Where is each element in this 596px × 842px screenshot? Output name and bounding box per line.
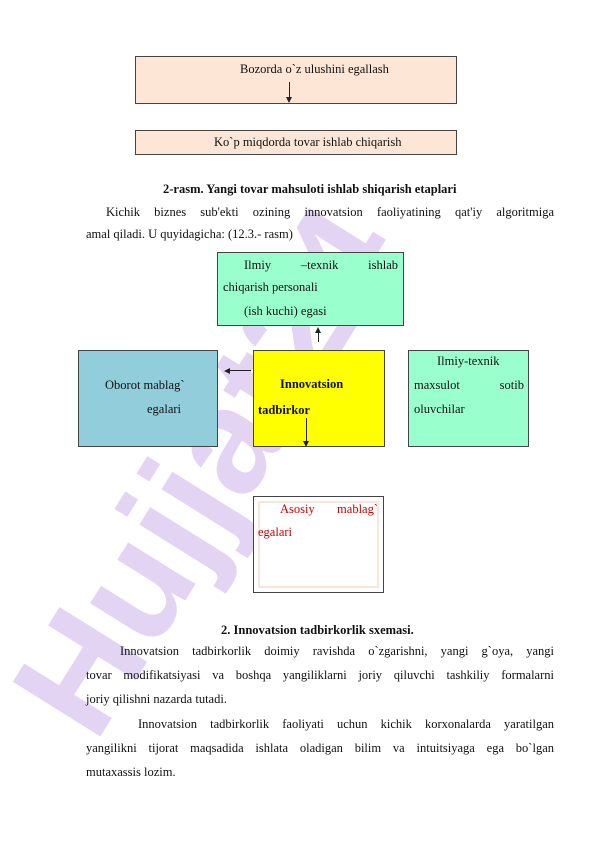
box-market-share: Bozorda o`z ulushini egallash: [135, 56, 457, 104]
personnel-line-3: (ish kuchi) egasi: [244, 304, 327, 318]
arrow-down-2: [306, 418, 307, 442]
box-market-share-label: Bozorda o`z ulushini egallash: [240, 62, 389, 76]
paragraph-2-line-2: yangilikni tijorat maqsadida ishlata ola…: [86, 741, 554, 755]
box-mass-production-label: Ko`p miqdorda tovar ishlab chiqarish: [214, 135, 402, 149]
arrow-down-1: [289, 82, 290, 98]
intro-line-1: Kichik biznes sub'ekti ozining innovatsi…: [106, 205, 554, 219]
paragraph-1-line-2: tovar modifikatsiyasi va boshqa yangilik…: [86, 668, 554, 682]
scheme-caption-2: 2. Innovatsion tadbirkorlik sxemasi.: [221, 623, 414, 637]
innovation-line-1: Innovatsion: [280, 377, 344, 391]
arrow-up: [318, 332, 319, 342]
paragraph-1-line-1: Innovatsion tadbirkorlik doimiy ravishda…: [120, 644, 554, 658]
personnel-line-1: Ilmiy –texnik ishlab: [244, 258, 398, 272]
buyers-line-3: oluvchilar: [414, 402, 465, 416]
figure-caption-2: 2-rasm. Yangi tovar mahsuloti ishlab shi…: [163, 182, 457, 196]
box-innovation: Innovatsion tadbirkor: [253, 350, 385, 447]
arrow-head-2: [303, 441, 309, 447]
working-capital-line-1: Oborot mablag`: [105, 378, 185, 392]
fixed-capital-line-2: egalari: [258, 525, 293, 539]
box-personnel: Ilmiy –texnik ishlab chiqarish personali…: [217, 252, 404, 326]
box-mass-production: Ko`p miqdorda tovar ishlab chiqarish: [135, 130, 457, 155]
fixed-capital-inner-frame: [258, 501, 379, 588]
paragraph-1-line-3: joriy qilishni nazarda tutadi.: [86, 692, 227, 706]
box-buyers: Ilmiy-texnik maxsulot sotib oluvchilar: [408, 350, 529, 447]
working-capital-line-2: egalari: [147, 402, 182, 416]
buyers-line-2: maxsulot sotib: [414, 378, 524, 392]
arrow-head-up: [315, 327, 321, 333]
buyers-line-1: Ilmiy-texnik: [437, 354, 500, 368]
paragraph-2-line-1: Innovatsion tadbirkorlik faoliyati uchun…: [138, 717, 554, 731]
paragraph-2-line-3: mutaxassis lozim.: [86, 765, 176, 779]
box-fixed-capital: Asosiy mablag` egalari: [253, 496, 384, 593]
arrow-head-left: [224, 368, 230, 374]
fixed-capital-line-1: Asosiy mablag`: [280, 502, 378, 516]
intro-line-2: amal qiladi. U quyidagicha: (12.3.- rasm…: [86, 227, 293, 241]
innovation-line-2: tadbirkor: [258, 403, 311, 417]
arrow-left: [229, 370, 251, 371]
box-working-capital: Oborot mablag` egalari: [78, 350, 218, 447]
arrow-head-1: [286, 97, 292, 103]
personnel-line-2: chiqarish personali: [223, 280, 318, 294]
